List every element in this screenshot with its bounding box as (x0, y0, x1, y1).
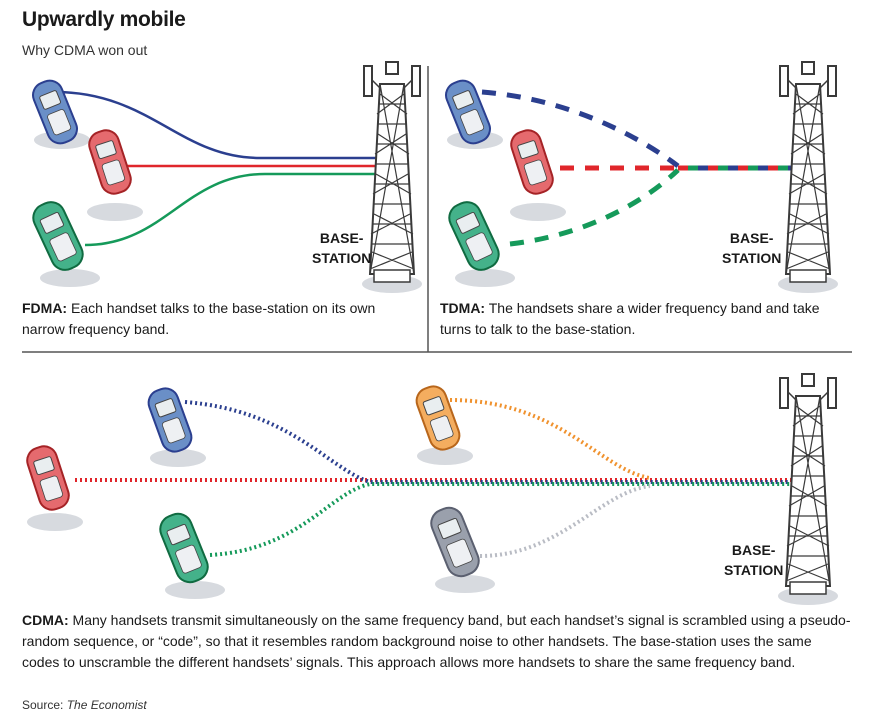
source-note: Source: The Economist (22, 698, 147, 712)
cdma-grey-signal (479, 484, 651, 558)
cdma-green-signal (209, 482, 800, 557)
tdma-handset-blue (445, 79, 503, 149)
fdma-blue-signal (54, 90, 388, 160)
tdma-base-station-tower (777, 61, 839, 294)
cdma-handset-red (26, 445, 83, 531)
cdma-base-station-tower (777, 373, 839, 606)
fdma-diagram (32, 61, 423, 294)
tdma-term: TDMA: (440, 300, 486, 316)
cdma-diagram (26, 373, 839, 606)
cdma-handset-green (159, 512, 225, 599)
cdma-caption: CDMA: Many handsets transmit simultaneou… (22, 610, 852, 673)
fdma-handset-red (87, 129, 143, 221)
page-subtitle: Why CDMA won out (22, 42, 148, 58)
fdma-green-signal (84, 172, 388, 247)
tdma-station-label: BASE-STATION (722, 230, 782, 266)
fdma-handset-blue (32, 79, 90, 149)
cdma-description: Many handsets transmit simultaneously on… (22, 612, 851, 670)
tdma-handset-red (510, 129, 566, 221)
tdma-caption: TDMA: The handsets share a wider frequen… (440, 298, 850, 340)
cdma-handset-orange (415, 385, 473, 465)
fdma-description: Each handset talks to the base-station o… (22, 300, 376, 337)
cdma-station-label: BASE-STATION (724, 542, 784, 578)
tdma-handset-green (448, 201, 515, 287)
cdma-blue-signal (184, 400, 800, 484)
fdma-station-label: BASE-STATION (312, 230, 372, 266)
tdma-blue-signal (481, 89, 680, 169)
fdma-caption: FDMA: Each handset talks to the base-sta… (22, 298, 412, 340)
source-name: The Economist (66, 698, 147, 712)
cdma-orange-signal (449, 398, 651, 480)
fdma-term: FDMA: (22, 300, 68, 316)
tdma-diagram (445, 61, 839, 294)
cdma-term: CDMA: (22, 612, 69, 628)
tdma-description: The handsets share a wider frequency ban… (440, 300, 820, 337)
cdma-handset-blue (147, 387, 206, 467)
fdma-handset-green (32, 201, 100, 287)
cdma-handset-grey (430, 506, 495, 593)
page-title: Upwardly mobile (22, 8, 186, 31)
